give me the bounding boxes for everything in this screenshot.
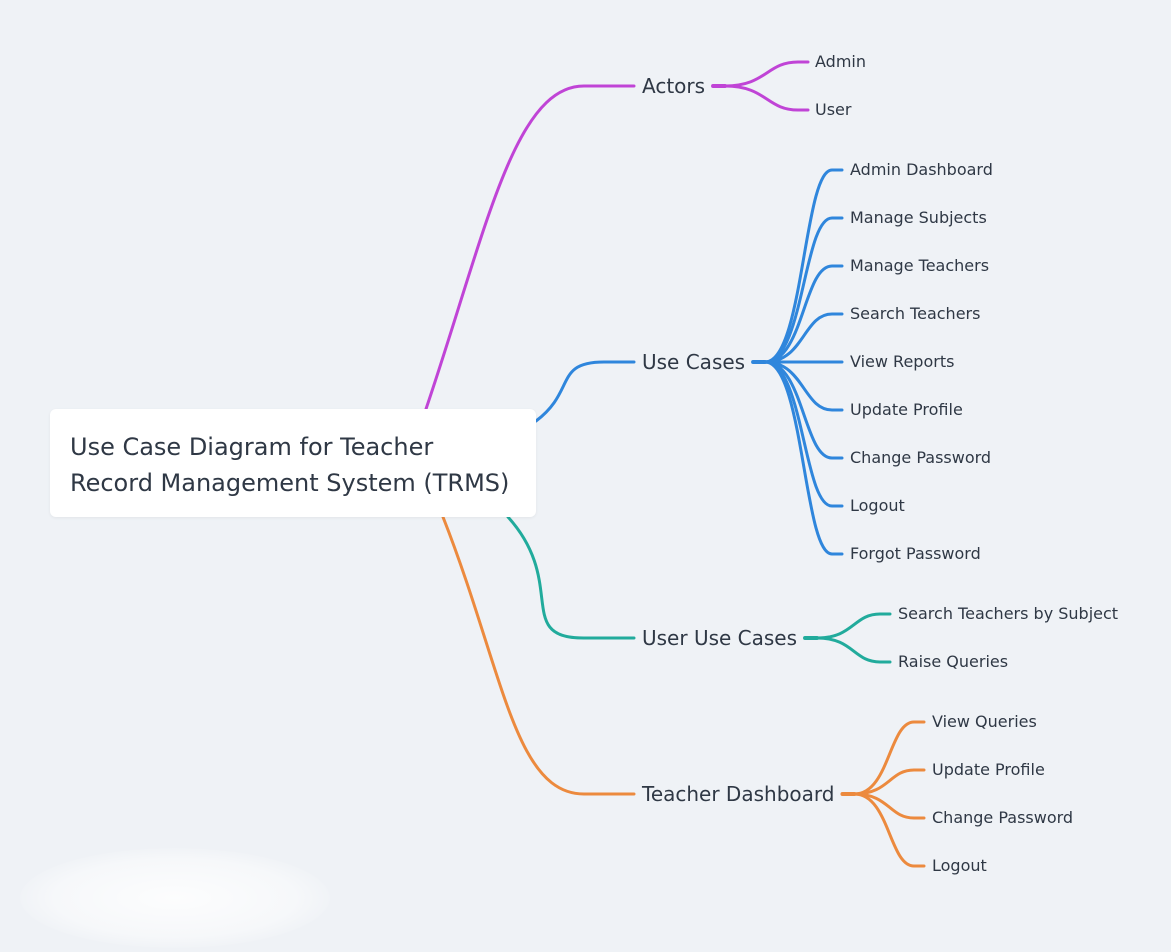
connector-branch-3-leaf-3	[852, 792, 926, 868]
leaf-raise-queries[interactable]: Raise Queries	[898, 652, 1009, 671]
branch-teacher-dashboard[interactable]: Teacher Dashboard	[642, 782, 835, 806]
connector-branch-3-leaf-0	[852, 720, 926, 796]
root-node[interactable]: Use Case Diagram for Teacher Record Mana…	[50, 409, 536, 517]
connector-branch-1-leaf-3	[763, 312, 844, 364]
leaf-manage-subjects[interactable]: Manage Subjects	[850, 208, 987, 227]
connector-root-to-branch-0	[424, 84, 636, 411]
branch-user-use-cases[interactable]: User Use Cases	[642, 626, 798, 650]
leaf-update-profile[interactable]: Update Profile	[850, 400, 963, 419]
leaf-teacher-update-profile[interactable]: Update Profile	[932, 760, 1045, 779]
leaf-admin-dashboard[interactable]: Admin Dashboard	[850, 160, 993, 179]
leaf-teacher-change-password[interactable]: Change Password	[932, 808, 1074, 827]
leaf-logout[interactable]: Logout	[850, 496, 905, 515]
leaf-forgot-password[interactable]: Forgot Password	[850, 544, 981, 563]
connector-branch-1-leaf-2	[763, 264, 844, 364]
leaf-admin[interactable]: Admin	[815, 52, 866, 71]
connector-branch-0-leaf-1	[723, 84, 810, 112]
blurred-watermark	[20, 848, 330, 948]
connector-branch-1-leaf-0	[763, 168, 844, 364]
connector-branch-2-leaf-0	[815, 612, 892, 640]
connector-branch-3-leaf-1	[852, 768, 926, 796]
connector-branch-2-leaf-1	[815, 636, 892, 664]
connector-branch-0-leaf-0	[723, 60, 810, 88]
branch-use-cases[interactable]: Use Cases	[642, 350, 746, 374]
leaf-view-reports[interactable]: View Reports	[850, 352, 955, 371]
leaf-search-teachers-by-subject[interactable]: Search Teachers by Subject	[898, 604, 1119, 623]
leaf-search-teachers[interactable]: Search Teachers	[850, 304, 981, 323]
branch-actors[interactable]: Actors	[642, 74, 706, 98]
leaf-user[interactable]: User	[815, 100, 852, 119]
connector-branch-1-leaf-1	[763, 216, 844, 364]
connector-root-to-branch-2	[506, 515, 636, 640]
connector-root-to-branch-3	[441, 515, 636, 796]
leaf-teacher-logout[interactable]: Logout	[932, 856, 987, 875]
connector-branch-3-leaf-2	[852, 792, 926, 820]
leaf-change-password[interactable]: Change Password	[850, 448, 992, 467]
connector-root-to-branch-1	[534, 360, 636, 423]
connector-branch-1-leaf-7	[763, 360, 844, 508]
leaf-manage-teachers[interactable]: Manage Teachers	[850, 256, 990, 275]
connector-branch-1-leaf-8	[763, 360, 844, 556]
root-title: Use Case Diagram for Teacher Record Mana…	[70, 433, 510, 497]
leaf-view-queries[interactable]: View Queries	[932, 712, 1037, 731]
